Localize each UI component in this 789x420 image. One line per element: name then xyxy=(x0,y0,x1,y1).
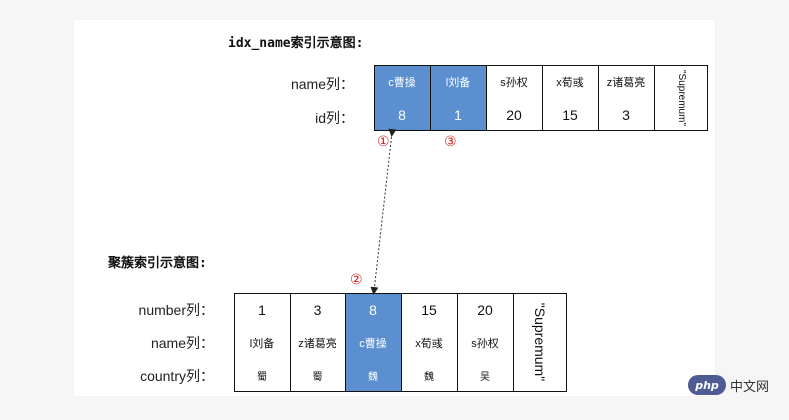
clustered-name-cell: l刘备 xyxy=(249,337,275,350)
grid-line xyxy=(598,65,599,131)
secondary-id-cell: 20 xyxy=(506,106,522,123)
secondary-index-table: c曹操 l刘备 s孙权 x荀彧 z诸葛亮 8 1 20 15 3 "Suprem… xyxy=(374,65,708,131)
diagram-card: idx_name索引示意图: name列： id列： c曹操 l刘备 s孙权 x… xyxy=(74,20,715,396)
marker-three: ③ xyxy=(444,134,457,150)
clustered-country-cell: 魏 xyxy=(368,372,378,383)
grid-line xyxy=(374,130,708,131)
secondary-name-cell: x荀彧 xyxy=(556,76,584,89)
grid-line xyxy=(234,391,567,392)
secondary-row-label-name: name列： xyxy=(290,76,354,92)
grid-line xyxy=(542,65,543,131)
grid-line xyxy=(374,65,708,66)
secondary-id-cell: 3 xyxy=(622,106,630,123)
clustered-number-cell: 20 xyxy=(477,301,493,318)
grid-line xyxy=(486,65,487,131)
grid-line xyxy=(401,293,402,392)
marker-two: ② xyxy=(350,272,363,288)
grid-line xyxy=(457,293,458,392)
clustered-row-label-number: number列： xyxy=(138,302,214,318)
secondary-name-cell: l刘备 xyxy=(445,76,471,89)
secondary-id-cell: 1 xyxy=(454,106,462,123)
grid-line xyxy=(430,65,431,131)
clustered-country-cell: 吴 xyxy=(480,372,490,383)
clustered-number-cell: 3 xyxy=(313,301,322,318)
secondary-name-cell: s孙权 xyxy=(500,76,528,89)
pointer-arrow xyxy=(370,128,397,295)
clustered-name-cell: c曹操 xyxy=(359,337,387,350)
clustered-index-title: 聚簇索引示意图: xyxy=(108,256,207,271)
clustered-number-cell: 15 xyxy=(421,301,437,318)
pointer-arrow-layer xyxy=(370,128,397,295)
clustered-index-table: 1 3 8 15 20 l刘备 z诸葛亮 c曹操 x荀彧 s孙权 蜀 蜀 魏 魏… xyxy=(234,293,567,392)
secondary-index-title: idx_name索引示意图: xyxy=(228,36,364,51)
clustered-country-cell: 蜀 xyxy=(257,372,267,383)
clustered-row-label-country: country列： xyxy=(140,368,214,384)
grid-line xyxy=(345,293,346,392)
grid-line xyxy=(654,65,655,131)
grid-line xyxy=(707,65,708,131)
clustered-name-cell: s孙权 xyxy=(471,337,499,350)
secondary-row-label-id: id列： xyxy=(315,110,354,126)
clustered-number-cell: 8 xyxy=(369,301,377,318)
secondary-highlight-col-1 xyxy=(374,65,430,131)
clustered-name-cell: x荀彧 xyxy=(415,337,443,350)
secondary-id-cell: 8 xyxy=(398,106,406,123)
watermark: php 中文网 xyxy=(688,374,769,396)
grid-line xyxy=(234,293,567,294)
clustered-row-label-name: name列： xyxy=(150,335,214,351)
watermark-text: 中文网 xyxy=(730,379,770,395)
secondary-name-cell: z诸葛亮 xyxy=(606,76,646,89)
secondary-highlight-col-2 xyxy=(430,65,486,131)
secondary-name-cell: c曹操 xyxy=(388,76,416,89)
grid-line xyxy=(513,293,514,392)
clustered-country-cell: 魏 xyxy=(424,372,434,383)
clustered-number-cell: 1 xyxy=(258,301,266,318)
grid-line xyxy=(566,293,567,392)
grid-line xyxy=(234,293,235,392)
clustered-country-cell: 蜀 xyxy=(312,372,323,383)
clustered-name-cell: z诸葛亮 xyxy=(298,337,337,350)
clustered-highlight-col xyxy=(345,293,401,392)
grid-line xyxy=(374,65,375,131)
secondary-id-cell: 15 xyxy=(562,106,578,123)
php-logo: php xyxy=(688,375,726,395)
grid-line xyxy=(290,293,291,392)
